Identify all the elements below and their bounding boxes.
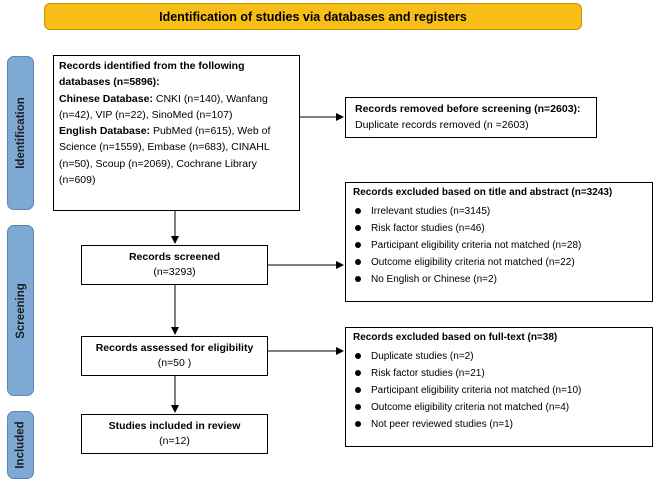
stage-included: Included [7,411,34,479]
records-identified-box: Records identified from the following da… [53,55,300,211]
list-item: Participant eligibility criteria not mat… [353,384,645,397]
excluded-title-abstract-title: Records excluded based on title and abst… [353,187,613,198]
included-count: (n=12) [159,434,190,447]
excluded-fulltext-list: Duplicate studies (n=2) Risk factor stud… [353,350,645,431]
english-database-label: English Database: [59,125,151,138]
screened-title: Records screened [128,251,221,263]
list-item: Risk factor studies (n=21) [353,367,645,380]
removed-text: Duplicate records removed (n =2603) [355,119,529,132]
stage-identification: Identification [7,56,34,210]
list-item: Irrelevant studies (n=3145) [353,205,645,218]
chinese-database-line1: Chinese Database: CNKI (n=140), Wanfang [59,91,294,107]
excluded-title-abstract-box: Records excluded based on title and abst… [345,182,653,302]
excluded-title-abstract-list: Irrelevant studies (n=3145) Risk factor … [353,205,645,286]
list-item: Not peer reviewed studies (n=1) [353,418,645,431]
assessed-title: Records assessed for eligibility [95,342,254,354]
records-assessed-box: Records assessed for eligibility (n=50 ) [81,336,268,376]
english-database-sources: PubMed (n=615), Web of [150,125,271,138]
english-database-line3: (n=50), Scoup (n=2069), Cochrane Library [59,157,257,170]
chinese-database-label: Chinese Database: [59,92,153,105]
excluded-fulltext-title: Records excluded based on full-text (n=3… [353,332,558,343]
excluded-fulltext-box: Records excluded based on full-text (n=3… [345,327,653,447]
english-database-line1: English Database: PubMed (n=615), Web of [59,123,294,139]
assessed-count: (n=50 ) [157,356,192,369]
header-title: Identification of studies via databases … [159,9,467,24]
chinese-database-line2: (n=42), VIP (n=22), SinoMed (n=107) [59,108,233,121]
list-item: No English or Chinese (n=2) [353,273,645,286]
identified-title-line2: databases (n=5896): [59,76,160,89]
list-item: Outcome eligibility criteria not matched… [353,401,645,414]
stage-screening: Screening [7,225,34,396]
list-item: Participant eligibility criteria not mat… [353,239,645,252]
english-database-line4: (n=609) [59,173,96,186]
screened-count: (n=3293) [153,265,196,278]
list-item: Risk factor studies (n=46) [353,222,645,235]
removed-title: Records removed before screening (n=2603… [355,103,581,115]
list-item: Duplicate studies (n=2) [353,350,645,363]
included-title: Studies included in review [108,420,241,432]
identified-title-line1: Records identified from the following [59,60,245,72]
list-item: Outcome eligibility criteria not matched… [353,256,645,269]
chinese-database-sources: CNKI (n=140), Wanfang [152,92,268,105]
english-database-line2: Science (n=1559), Embase (n=683), CINAHL [59,141,270,154]
records-screened-box: Records screened (n=3293) [81,245,268,285]
studies-included-box: Studies included in review (n=12) [81,414,268,454]
diagram-header: Identification of studies via databases … [44,3,582,30]
records-removed-box: Records removed before screening (n=2603… [345,97,597,138]
